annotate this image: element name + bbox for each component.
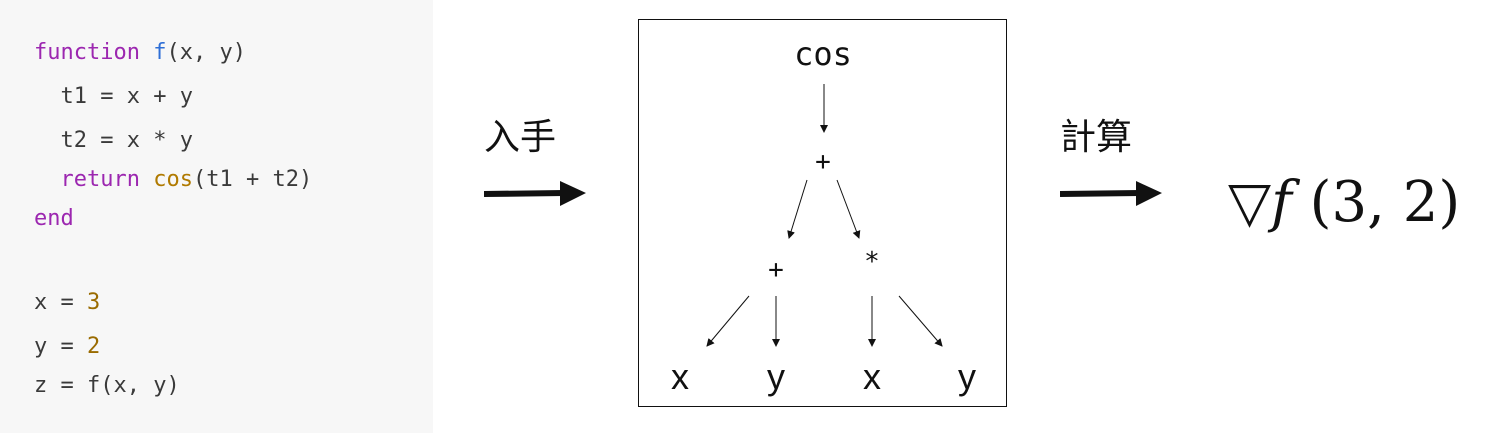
code-line-x: x = 3 <box>34 290 100 316</box>
right-arrow-icon-2 <box>1060 181 1162 206</box>
node-cos: cos <box>794 35 852 73</box>
leaf-x1: x <box>671 356 689 397</box>
code-line-z: z = f(x, y) <box>34 373 180 398</box>
graph-svg: cos + + * x y x y <box>671 35 976 397</box>
keyword-function: function <box>34 40 140 65</box>
code-line-return: return cos(t1 + t2) <box>34 167 313 193</box>
code-line-t2: t2 = x * y <box>34 128 193 153</box>
indent <box>34 167 61 192</box>
code-line-function: function f(x, y) <box>34 40 246 66</box>
code-line-end: end <box>34 206 74 231</box>
edge-plus-x <box>706 295 750 347</box>
node-mul-right: * <box>864 247 880 277</box>
node-add-top: + <box>815 147 831 177</box>
function-name: f <box>153 40 167 65</box>
result-function: f <box>1271 170 1292 235</box>
right-arrow-icon <box>484 181 586 206</box>
assign-y: y = <box>34 334 87 359</box>
function-params: (x, y) <box>166 40 246 65</box>
code-line-t1: t1 = x + y <box>34 84 193 109</box>
leaf-x2: x <box>863 356 881 397</box>
builtin-cos: cos <box>153 167 193 192</box>
space <box>140 167 153 192</box>
code-panel: function f(x, y) t1 = x + y t2 = x * y r… <box>0 0 433 433</box>
label-obtain: 入手 <box>484 117 557 158</box>
assign-x: x = <box>34 290 87 315</box>
number-2: 2 <box>86 334 101 359</box>
leaf-y1: y <box>767 356 785 397</box>
label-compute: 計算 <box>1060 117 1133 158</box>
edge-mul-y <box>898 295 943 347</box>
edge-plus-plus <box>787 179 808 239</box>
computation-graph: cos + + * x y x y <box>638 19 1007 407</box>
number-3: 3 <box>86 290 101 315</box>
node-add-left: + <box>768 255 784 285</box>
leaf-y2: y <box>958 356 976 397</box>
keyword-return: return <box>60 167 140 192</box>
result-args: (3, 2) <box>1291 170 1461 235</box>
code-line-y: y = 2 <box>34 334 100 360</box>
edge-plus-mul <box>836 179 861 239</box>
gradient-result: ▽f (3, 2) <box>1228 168 1460 238</box>
nabla-icon: ▽ <box>1228 170 1272 235</box>
return-args: (t1 + t2) <box>192 167 313 192</box>
